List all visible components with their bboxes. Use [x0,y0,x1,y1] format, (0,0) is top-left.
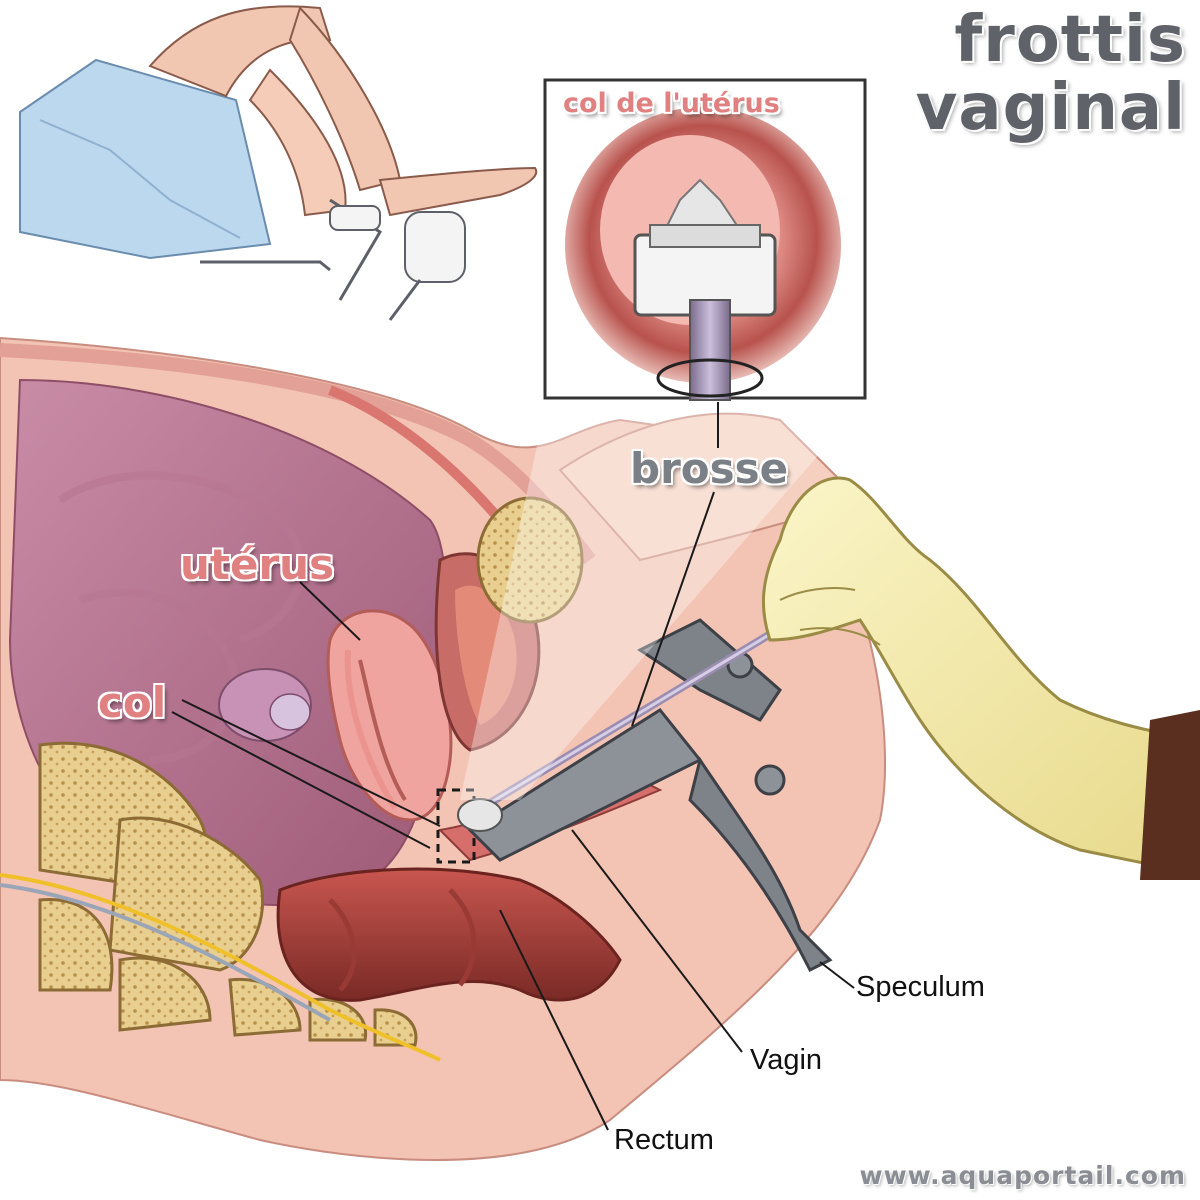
label-brosse: brosse [630,444,789,493]
label-vagin: Vagin [750,1044,823,1076]
label-col: col [98,678,167,727]
inset-caption: col de l'utérus [563,88,780,119]
title-line-1: frottis [954,3,1186,77]
label-uterus: utérus [180,540,335,589]
footer-url: www.aquaportail.com [859,1161,1186,1190]
label-speculum: Speculum [856,971,985,1003]
leader-lines [171,402,855,1131]
label-rectum: Rectum [614,1124,714,1156]
pelvic-cross-section [0,336,886,1161]
patient-on-exam-table [19,5,538,321]
title-line-2: vaginal [915,71,1186,145]
cervix-inset [460,78,867,800]
gloved-hand [762,476,1200,880]
